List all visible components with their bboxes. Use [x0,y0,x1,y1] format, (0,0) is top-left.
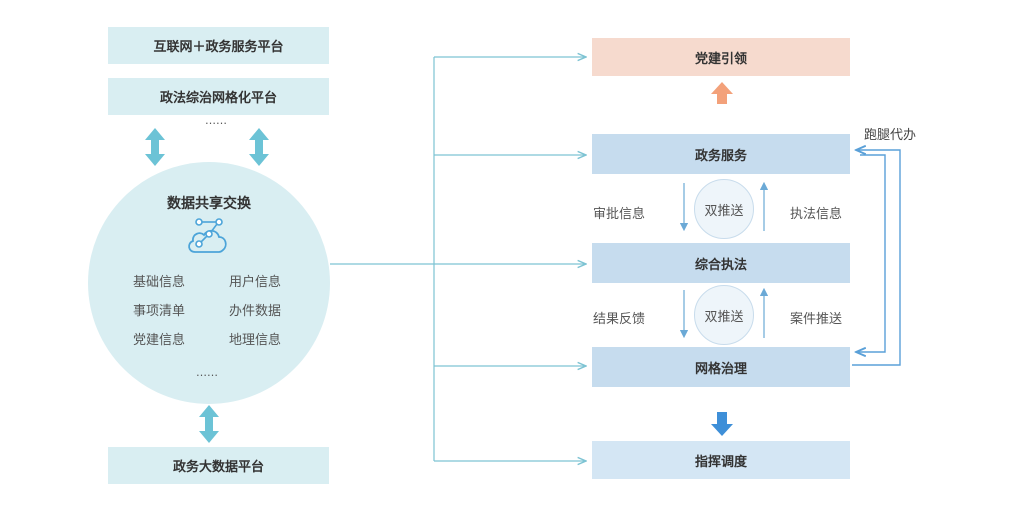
hub-title: 数据共享交换 [167,196,251,212]
gov-big-data-platform-label: 政务大数据平台 [172,460,264,475]
case-push-label: 案件推送 [790,312,843,327]
enforcement-info-label: 执法信息 [790,207,843,222]
command-dispatch-label: 指挥调度 [694,454,747,470]
political-legal-grid-platform-label: 政法综治网格化平台 [159,91,277,106]
approval-info-label: 审批信息 [593,207,646,222]
gov-service-box: 政务服务 [592,134,850,174]
ellipsis-circle: …… [196,366,218,379]
data-item-service-list: 事项清单 [133,304,186,319]
dual-push-label-2: 双推送 [704,309,744,325]
data-item-user-info: 用户信息 [229,275,282,290]
loop-inner-line [856,154,886,352]
grid-governance-box: 网格治理 [592,347,850,387]
grid-governance-label: 网格治理 [694,361,747,377]
dual-push-circle-2: 双推送 [694,285,754,345]
up-arrow-icon-party [711,82,733,104]
result-feedback-label: 结果反馈 [593,312,646,327]
double-arrow-icon-left [145,128,165,166]
down-arrow-icon-dispatch [711,412,733,436]
gov-big-data-platform: 政务大数据平台 [108,447,329,484]
data-item-case-data: 办件数据 [229,304,282,319]
dual-push-circle-1: 双推送 [694,179,754,239]
double-arrow-icon-bottom [199,405,219,443]
ellipsis-top: …… [205,114,227,127]
political-legal-grid-platform: 政法综治网格化平台 [108,78,329,115]
data-item-basic-info: 基础信息 [133,275,186,290]
errand-agency-label: 跑腿代办 [864,128,917,143]
command-dispatch-box: 指挥调度 [592,441,850,479]
internet-gov-platform-label: 互联网＋政务服务平台 [153,40,284,55]
share-cloud-icon [188,218,227,253]
party-leadership-box: 党建引领 [592,38,850,76]
data-item-geo-info: 地理信息 [229,333,282,348]
loop-outer-line [852,150,901,366]
data-exchange-hub [88,162,330,404]
comprehensive-enforcement-label: 综合执法 [694,257,747,273]
double-arrow-icon-right [249,128,269,166]
dual-push-label-1: 双推送 [704,203,744,219]
gov-service-label: 政务服务 [694,148,747,164]
party-leadership-label: 党建引领 [694,51,747,67]
comprehensive-enforcement-box: 综合执法 [592,243,850,283]
data-item-party-info: 党建信息 [133,333,186,348]
internet-gov-platform: 互联网＋政务服务平台 [108,27,329,64]
